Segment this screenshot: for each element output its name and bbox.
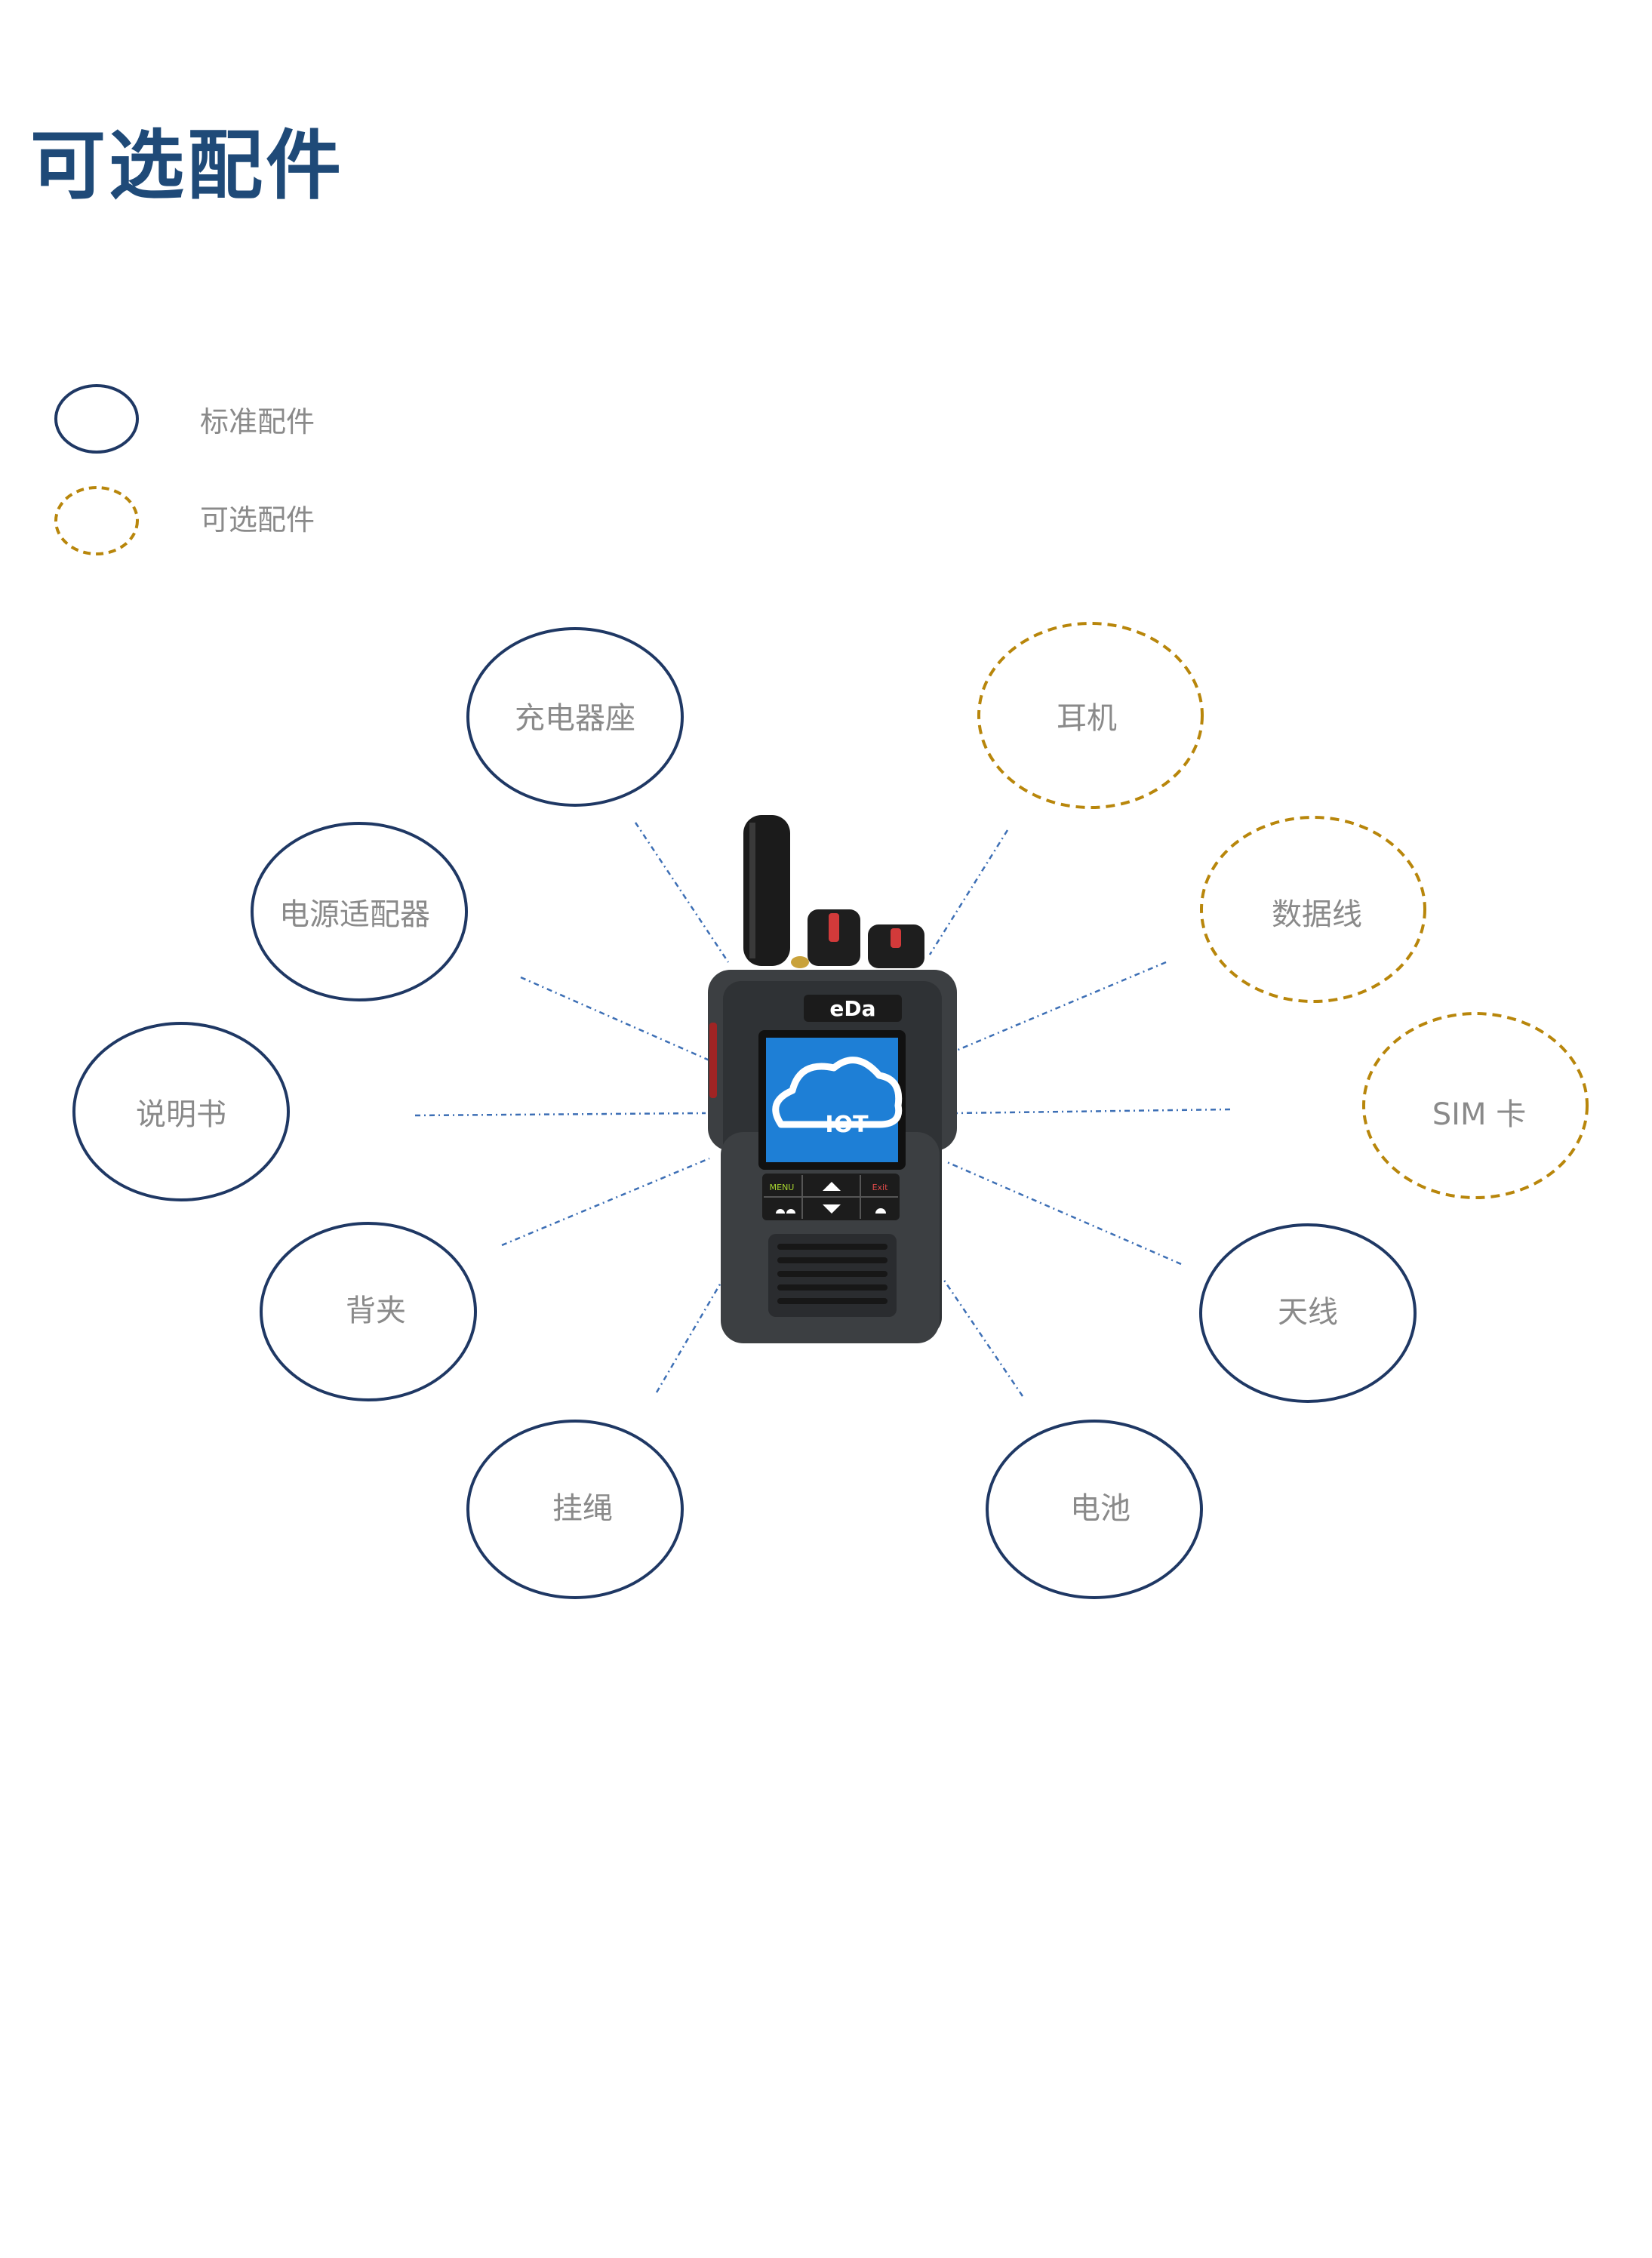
connector-battery [942, 1278, 1024, 1397]
legend-standard-label: 标准配件 [200, 405, 315, 438]
brand-plate [804, 995, 902, 1022]
accessory-label-battery: 电池 [1070, 1491, 1131, 1526]
down-arrow-icon [823, 1204, 841, 1214]
connector-earphone [928, 829, 1009, 955]
legend-optional-label: 可选配件 [200, 503, 315, 537]
connector-antenna [946, 1161, 1182, 1266]
contacts-icon [776, 1209, 795, 1214]
accessory-label-earphone: 耳机 [1057, 701, 1117, 736]
keypad: MENU Exit [762, 1174, 900, 1220]
speaker-grille [768, 1234, 897, 1317]
screen-text: IOT [825, 1112, 869, 1138]
connector-charger-base [634, 822, 730, 963]
accessory-data-cable: 数据线 [1200, 816, 1426, 1003]
device-screen [766, 1038, 898, 1162]
accessory-antenna: 天线 [1199, 1223, 1417, 1403]
cloud-icon [772, 1057, 903, 1128]
connector-sim-card [954, 1108, 1231, 1115]
brand-text: eDa [829, 996, 875, 1021]
accessory-label-charger-base: 充电器座 [515, 701, 635, 736]
accessory-lanyard: 挂绳 [466, 1420, 684, 1599]
legend-optional-swatch [54, 486, 139, 555]
menu-key-label: MENU [770, 1183, 795, 1192]
accessory-label-antenna: 天线 [1278, 1295, 1338, 1330]
legend-standard-swatch [54, 384, 139, 454]
accessory-manual: 说明书 [72, 1022, 290, 1201]
contact-icon [875, 1208, 886, 1214]
connector-power-adapter [520, 976, 710, 1062]
exit-key-label: Exit [872, 1183, 889, 1192]
connector-back-clip [501, 1157, 710, 1247]
accessory-label-power-adapter: 电源适配器 [279, 897, 430, 932]
connector-manual [414, 1112, 706, 1117]
accessory-charger-base: 充电器座 [466, 627, 684, 807]
accessory-label-manual: 说明书 [136, 1097, 226, 1132]
device-image: eDa IOT MENU Exit [708, 815, 957, 1343]
connector-lines [414, 822, 1231, 1397]
accessory-back-clip: 背夹 [260, 1222, 477, 1401]
connector-data-cable [950, 961, 1167, 1054]
accessory-earphone: 耳机 [977, 622, 1204, 809]
accessory-label-sim-card: SIM 卡 [1432, 1097, 1526, 1132]
accessory-sim-card: SIM 卡 [1362, 1012, 1589, 1199]
accessory-label-lanyard: 挂绳 [552, 1491, 613, 1526]
page-title: 可选配件 [30, 122, 344, 210]
accessory-power-adapter: 电源适配器 [251, 822, 468, 1001]
accessory-label-back-clip: 背夹 [346, 1294, 406, 1328]
up-arrow-icon [823, 1182, 841, 1191]
accessory-label-data-cable: 数据线 [1272, 897, 1362, 932]
accessory-battery: 电池 [986, 1420, 1203, 1599]
connector-lanyard [655, 1282, 722, 1393]
